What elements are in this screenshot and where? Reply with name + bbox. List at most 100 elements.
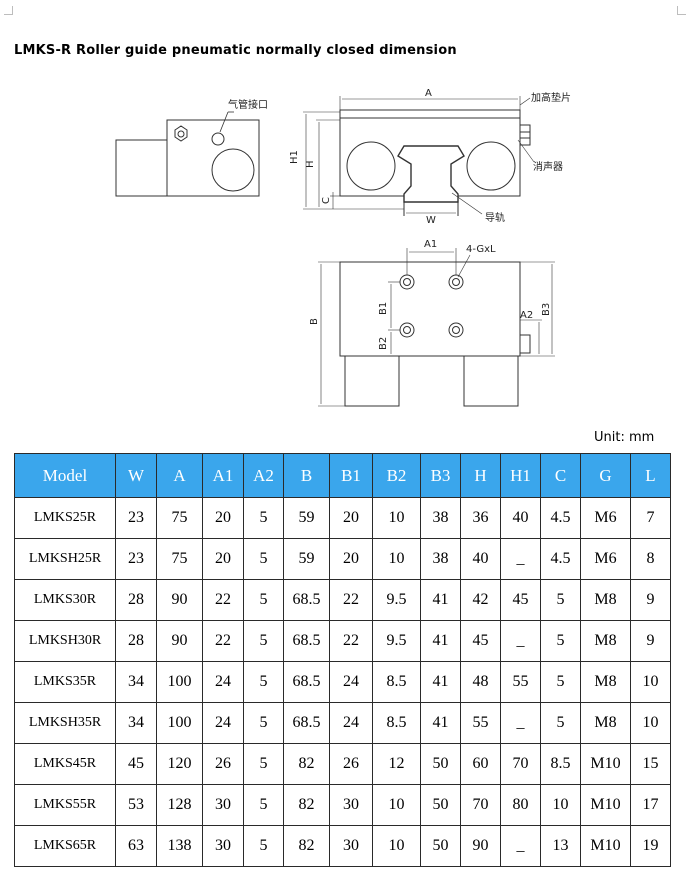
top-view-muffler <box>519 334 531 354</box>
column-header: L <box>630 453 671 498</box>
table-cell: 9 <box>630 620 671 662</box>
front-view-roller-right <box>466 141 516 191</box>
table-cell: 45 <box>115 743 157 785</box>
table-cell: 5 <box>243 538 284 580</box>
corner-mark-top-left <box>4 6 13 15</box>
table-cell: 60 <box>460 743 501 785</box>
table-cell: 5 <box>540 620 581 662</box>
table-cell: 24 <box>329 702 373 744</box>
table-cell: 5 <box>540 579 581 621</box>
table-cell: 48 <box>460 661 501 703</box>
table-cell: 68.5 <box>283 579 330 621</box>
table-cell: 5 <box>243 784 284 826</box>
spacer-plate <box>339 109 521 119</box>
label-dim-a2: A2 <box>520 310 533 321</box>
table-cell: M8 <box>580 579 631 621</box>
table-cell: 22 <box>329 579 373 621</box>
table-cell: 13 <box>540 825 581 867</box>
table-cell: 50 <box>420 743 461 785</box>
table-cell: 38 <box>420 538 461 580</box>
column-header: A <box>156 453 203 498</box>
table-cell: 30 <box>202 784 244 826</box>
model-cell: LMKSH30R <box>14 620 116 662</box>
table-cell: 138 <box>156 825 203 867</box>
table-cell: 10 <box>372 825 421 867</box>
top-view-cylinder-right <box>463 355 519 407</box>
column-header: Model <box>14 453 116 498</box>
table-cell: 5 <box>243 661 284 703</box>
table-cell: _ <box>500 702 541 744</box>
table-cell: 82 <box>283 743 330 785</box>
column-header: A1 <box>202 453 244 498</box>
table-cell: 30 <box>329 825 373 867</box>
table-cell: 15 <box>630 743 671 785</box>
table-cell: 20 <box>202 538 244 580</box>
table-cell: 4.5 <box>540 538 581 580</box>
table-cell: 100 <box>156 661 203 703</box>
table-cell: _ <box>500 538 541 580</box>
table-cell: 8.5 <box>372 702 421 744</box>
table-cell: 90 <box>460 825 501 867</box>
side-view-cylinder <box>115 139 169 197</box>
model-cell: LMKS30R <box>14 579 116 621</box>
table-cell: 10 <box>372 538 421 580</box>
table-cell: 50 <box>420 825 461 867</box>
column-header: B <box>283 453 330 498</box>
table-cell: 10 <box>372 784 421 826</box>
table-cell: 23 <box>115 538 157 580</box>
table-cell: 63 <box>115 825 157 867</box>
table-cell: 8.5 <box>540 743 581 785</box>
table-cell: 7 <box>630 497 671 539</box>
top-view-body <box>339 261 521 357</box>
table-cell: 9.5 <box>372 620 421 662</box>
table-cell: 55 <box>500 661 541 703</box>
table-cell: 5 <box>540 661 581 703</box>
top-view-cylinder-left <box>344 355 400 407</box>
label-dim-a: A <box>425 88 432 99</box>
page-title: LMKS-R Roller guide pneumatic normally c… <box>14 43 457 58</box>
model-cell: LMKS55R <box>14 784 116 826</box>
table-cell: 22 <box>202 620 244 662</box>
column-header: G <box>580 453 631 498</box>
table-cell: 10 <box>372 497 421 539</box>
table-cell: 30 <box>202 825 244 867</box>
table-cell: 5 <box>243 579 284 621</box>
column-header: A2 <box>243 453 284 498</box>
label-dim-a1: A1 <box>424 239 437 250</box>
table-cell: 90 <box>156 620 203 662</box>
table-cell: 30 <box>329 784 373 826</box>
label-muffler: 消声器 <box>533 160 563 173</box>
table-cell: 75 <box>156 538 203 580</box>
table-cell: 41 <box>420 579 461 621</box>
table-cell: 9 <box>630 579 671 621</box>
table-cell: 12 <box>372 743 421 785</box>
model-cell: LMKSH25R <box>14 538 116 580</box>
table-cell: 68.5 <box>283 702 330 744</box>
table-cell: M6 <box>580 538 631 580</box>
table-cell: _ <box>500 620 541 662</box>
table-cell: 36 <box>460 497 501 539</box>
table-cell: 24 <box>202 702 244 744</box>
table-cell: 10 <box>540 784 581 826</box>
table-cell: 19 <box>630 825 671 867</box>
label-rail: 导轨 <box>485 211 505 224</box>
model-cell: LMKS25R <box>14 497 116 539</box>
table-cell: 55 <box>460 702 501 744</box>
table-cell: 42 <box>460 579 501 621</box>
table-cell: 26 <box>329 743 373 785</box>
table-cell: 40 <box>500 497 541 539</box>
table-cell: 45 <box>500 579 541 621</box>
side-view-body <box>166 119 260 197</box>
label-dim-h: H <box>305 160 316 168</box>
front-view-roller-left <box>346 141 396 191</box>
model-cell: LMKS65R <box>14 825 116 867</box>
table-cell: 40 <box>460 538 501 580</box>
column-header: W <box>115 453 157 498</box>
table-cell: M8 <box>580 702 631 744</box>
table-cell: 128 <box>156 784 203 826</box>
